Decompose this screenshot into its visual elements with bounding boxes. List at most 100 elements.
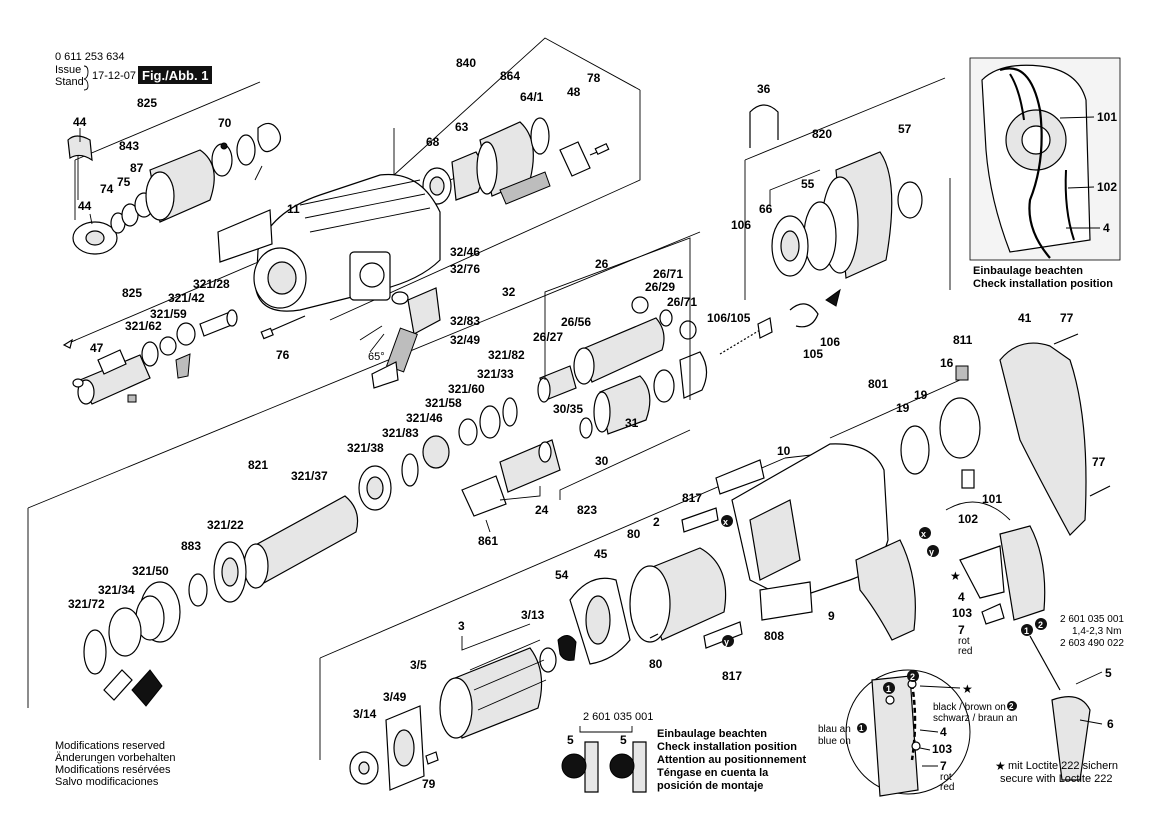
- figure-label: Fig./Abb. 1: [142, 68, 208, 83]
- callout-87: 87: [130, 161, 144, 175]
- black-brown-on: black / brown on: [933, 702, 1006, 713]
- pn-right-1: 2 601 035 001: [1060, 614, 1124, 625]
- wiring-callout-4: 4: [940, 725, 947, 739]
- inst-en: Check installation position: [657, 741, 797, 753]
- callout-106b: 106: [820, 335, 840, 349]
- note-red: red: [958, 646, 972, 657]
- document-header: 0 611 253 634 Issue Stand 17-12-07 Fig./…: [55, 51, 212, 91]
- torque-spec: 1,4-2,3 Nm: [1072, 626, 1121, 637]
- callout-321-83: 321/83: [382, 426, 419, 440]
- callout-32-76: 32/76: [450, 262, 480, 276]
- callout-57: 57: [898, 122, 912, 136]
- issue-label: Issue: [55, 64, 81, 76]
- callout-26: 26: [595, 257, 609, 271]
- blau-an: blau an: [818, 724, 851, 735]
- callout-321-42: 321/42: [168, 291, 205, 305]
- callout-820: 820: [812, 127, 832, 141]
- install-en: Check installation position: [973, 278, 1113, 290]
- installation-detail-inset: 101 102 4 Einbaulage beachten Check inst…: [969, 57, 1121, 290]
- schwarz-braun-an: schwarz / braun an: [933, 713, 1018, 724]
- callout-30-35: 30/35: [553, 402, 583, 416]
- marker-x-2: x: [921, 529, 926, 539]
- callout-41: 41: [1018, 311, 1032, 325]
- issue-date: 17-12-07: [92, 70, 136, 82]
- inset-callout-4: 4: [1103, 221, 1110, 235]
- callout-840: 840: [456, 56, 476, 70]
- callout-68: 68: [426, 135, 440, 149]
- inset-callout-101: 101: [1097, 110, 1117, 124]
- callout-811: 811: [953, 333, 973, 347]
- inst-es-2: posición de montaje: [657, 780, 763, 792]
- callout-4: 4: [958, 590, 965, 604]
- wiring-callout-7: 7: [940, 759, 947, 773]
- callout-79: 79: [422, 777, 436, 791]
- mods-es: Salvo modificaciones: [55, 776, 159, 788]
- stand-label: Stand: [55, 76, 84, 88]
- commutator-assembly: 24 823 861: [461, 429, 691, 548]
- wiring-marker-1: 1: [886, 684, 891, 694]
- callout-44: 44: [73, 115, 87, 129]
- marker-1: 1: [1024, 626, 1029, 636]
- callout-32-83: 32/83: [450, 314, 480, 328]
- inst-de: Einbaulage beachten: [657, 728, 767, 740]
- angle-65: 65°: [368, 351, 385, 363]
- brush-install-note: 2 601 035 001 5 5 Einbaulage beachten Ch…: [561, 711, 806, 793]
- impact-tube-assembly: 321/82 321/33 321/60 321/58 321/46 321/8…: [68, 348, 525, 707]
- callout-30: 30: [595, 454, 609, 468]
- marker-x-1: x: [723, 517, 728, 527]
- handle-cover-assembly: 41 77 77 101 102 4 103 7 rot red 2 601 0…: [945, 311, 1124, 781]
- callout-26-56: 26/56: [561, 315, 591, 329]
- callout-101: 101: [982, 492, 1002, 506]
- callout-106a: 106: [731, 218, 751, 232]
- chuck-assembly: 44 44 74 75 87 843 825 70: [67, 96, 282, 255]
- callout-3-5: 3/5: [410, 658, 427, 672]
- callout-78: 78: [587, 71, 601, 85]
- wiring-star: ★: [962, 682, 973, 696]
- motor-housing-assembly: 10 808 9 801 16 811 19 19: [715, 333, 981, 643]
- callout-19a: 19: [896, 401, 910, 415]
- part-number: 0 611 253 634: [55, 51, 125, 63]
- callout-3-14: 3/14: [353, 707, 377, 721]
- mods-de: Änderungen vorbehalten: [55, 752, 175, 764]
- wiring-rot: rot: [940, 772, 952, 783]
- callout-825b: 825: [122, 286, 142, 300]
- motor-assembly: 817 2 80 45 54 3/13 3 3/5 3/49 3/14 79 8…: [349, 491, 743, 791]
- callout-24: 24: [535, 503, 549, 517]
- inst-es-1: Téngase en cuenta la: [657, 767, 769, 779]
- blue-on: blue on: [818, 736, 851, 747]
- loctite-en: secure with Loctite 222: [1000, 773, 1113, 785]
- callout-70: 70: [218, 116, 232, 130]
- callout-45: 45: [594, 547, 608, 561]
- callout-817a: 817: [682, 491, 702, 505]
- wiring-marker-2: 2: [910, 672, 915, 682]
- callout-54: 54: [555, 568, 569, 582]
- callout-16: 16: [940, 356, 954, 370]
- loctite-star: ★: [995, 759, 1006, 773]
- callout-32: 32: [502, 285, 516, 299]
- loctite-de: mit Loctite 222 sichern: [1008, 760, 1118, 772]
- callout-26-71a: 26/71: [653, 267, 683, 281]
- callout-32-46: 32/46: [450, 245, 480, 259]
- pn-right-2: 2 603 490 022: [1060, 638, 1124, 649]
- callout-77b: 77: [1092, 455, 1106, 469]
- callout-321-82: 321/82: [488, 348, 525, 362]
- wiring-callout-103: 103: [932, 742, 952, 756]
- modifications-notice: Modifications reserved Änderungen vorbeh…: [55, 740, 175, 788]
- callout-321-59: 321/59: [150, 307, 187, 321]
- wiring-detail: 1 2 ★ black / brown on 2 schwarz / braun…: [818, 669, 1118, 797]
- callout-321-62: 321/62: [125, 319, 162, 333]
- figure-label-box: [138, 66, 212, 84]
- callout-11: 11: [287, 202, 300, 216]
- callout-3: 3: [458, 619, 465, 633]
- callout-808: 808: [764, 629, 784, 643]
- callout-77a: 77: [1060, 311, 1074, 325]
- callout-26-71b: 26/71: [667, 295, 697, 309]
- callout-6: 6: [1107, 717, 1114, 731]
- callout-5-cable: 5: [1105, 666, 1112, 680]
- callout-2: 2: [653, 515, 660, 529]
- callout-321-72: 321/72: [68, 597, 105, 611]
- callout-817b: 817: [722, 669, 742, 683]
- callout-32-49: 32/49: [450, 333, 480, 347]
- callout-48: 48: [567, 85, 581, 99]
